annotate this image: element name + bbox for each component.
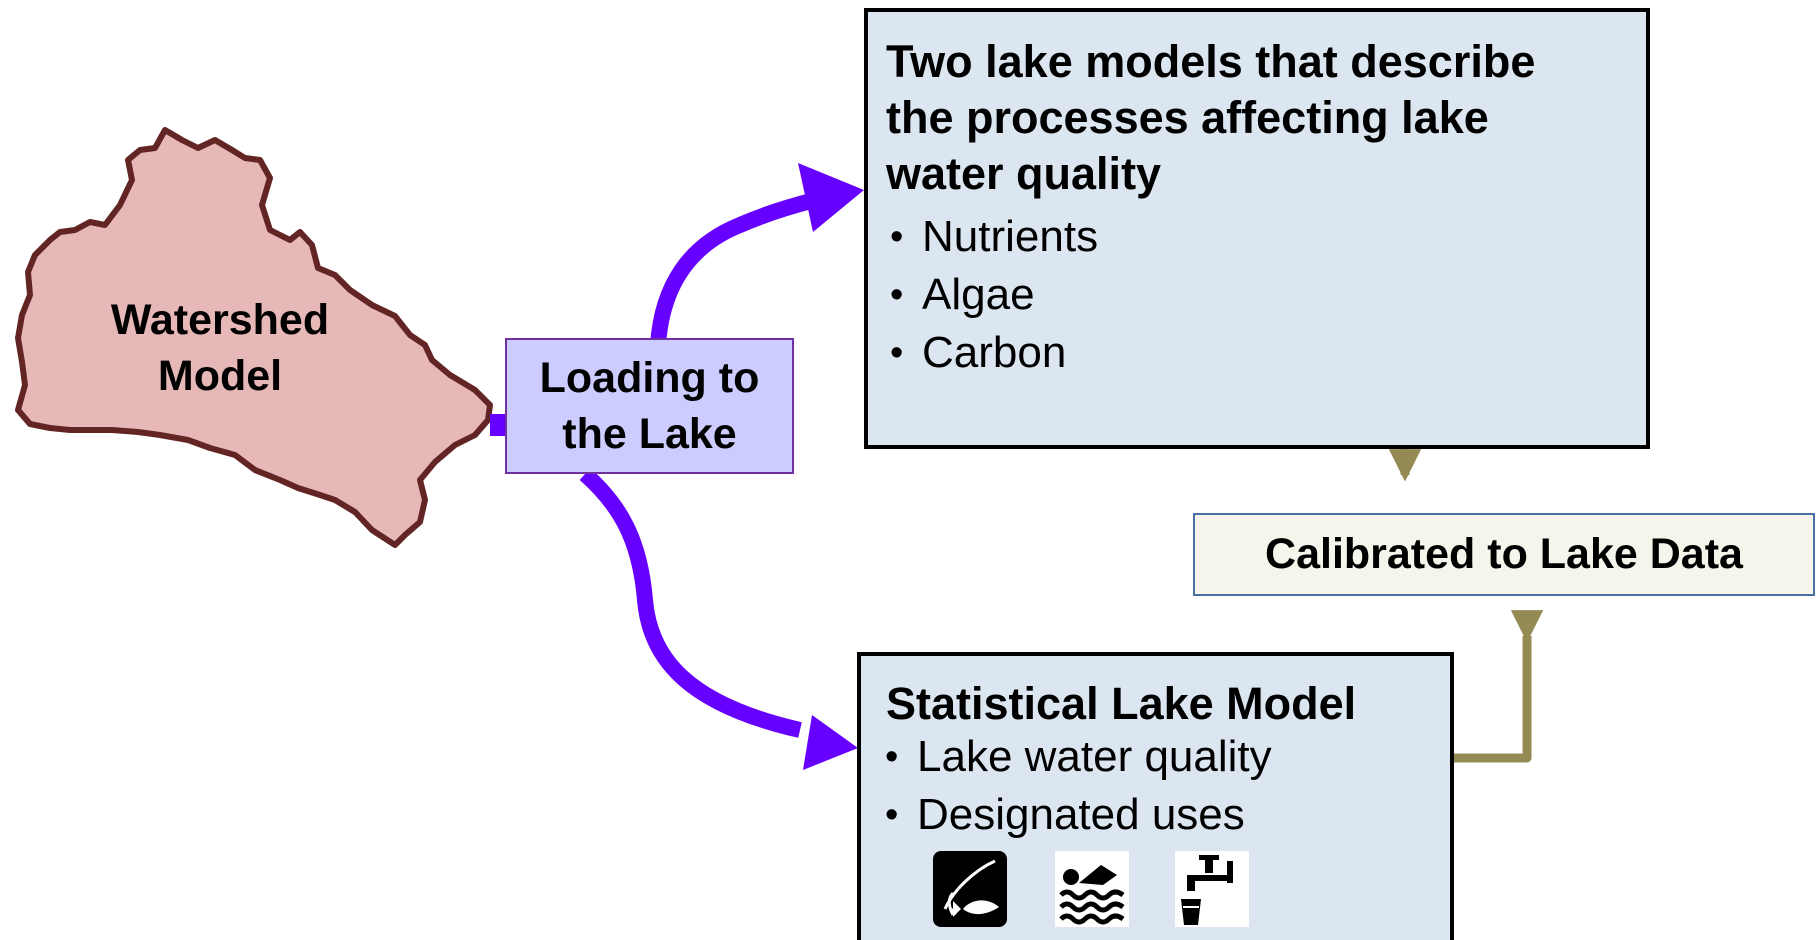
swimming-icon [1055,851,1129,927]
statistical-model-bullet-list: •Lake water quality •Designated uses [881,728,1272,844]
statistical-lake-model-box: Statistical Lake Model •Lake water quali… [857,652,1454,940]
calibrated-label: Calibrated to Lake Data [1265,530,1743,578]
lake-models-title: Two lake models that describe the proces… [886,36,1536,199]
arrow-to-stat-model [579,468,802,738]
list-item: •Lake water quality [885,732,1272,781]
drinking-water-tap-icon [1175,851,1249,927]
list-item: •Algae [890,270,1035,319]
list-item: •Carbon [890,328,1067,377]
lake-models-box: Two lake models that describe the proces… [864,8,1650,449]
watershed-shape [15,127,493,548]
fishing-icon [933,851,1007,927]
loading-label: Loading to the Lake [539,354,760,458]
list-item: •Designated uses [885,790,1245,839]
watershed-model-label: Watershed Model [110,296,330,400]
list-item: •Nutrients [890,212,1099,261]
lake-models-bullet-list: •Nutrients •Algae •Carbon [886,208,1098,382]
arrow-to-lake-models [650,192,817,346]
arrow-head-upper [798,163,864,232]
arrow-head-lower [803,715,858,770]
statistical-model-title: Statistical Lake Model [886,678,1357,729]
calibrated-to-lake-data-box: Calibrated to Lake Data [1193,513,1815,596]
loading-to-lake-box: Loading to the Lake [505,338,794,474]
